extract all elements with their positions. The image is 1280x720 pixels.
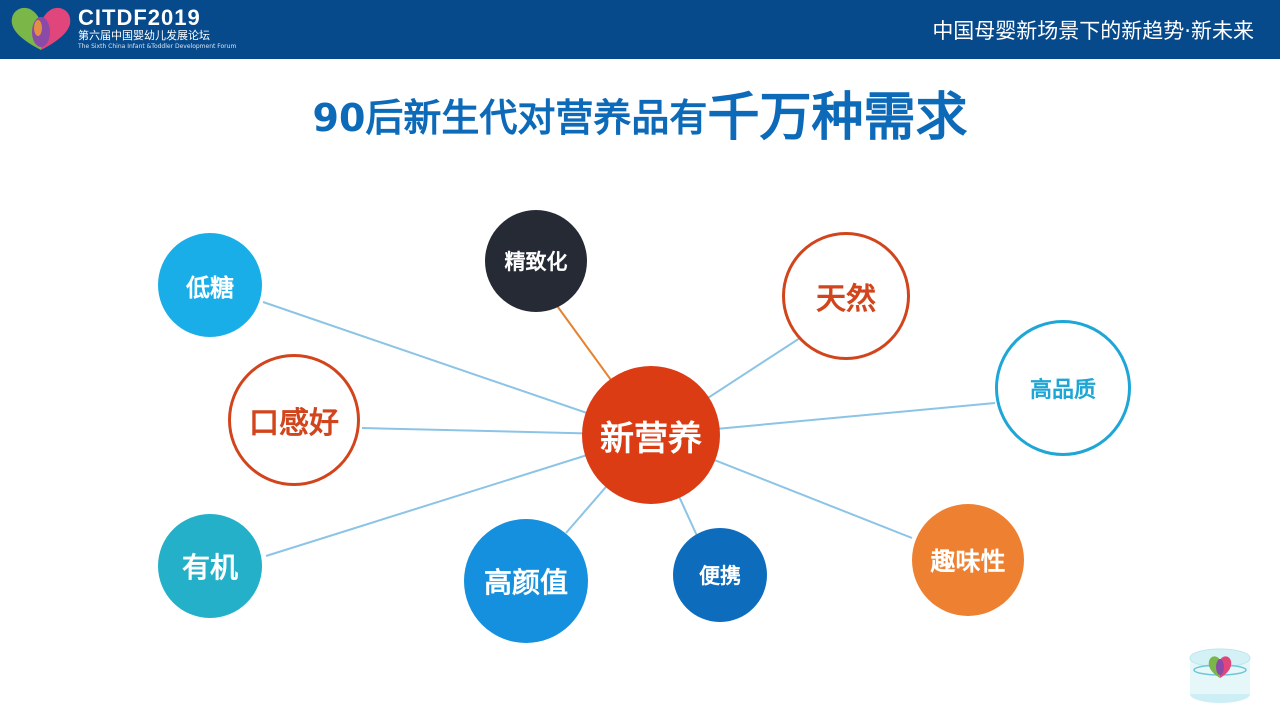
- title-part-emphasis: 千万种需求: [707, 88, 968, 148]
- mindmap-node: 口感好: [228, 354, 360, 486]
- mindmap-node-label: 有机: [181, 551, 238, 584]
- mindmap-node: 有机: [158, 514, 262, 618]
- slide-title: 90后新生代对营养品有千万种需求: [0, 78, 1280, 158]
- mindmap-node: 高颜值: [464, 519, 588, 643]
- logo-name: CITDF2019: [78, 5, 201, 30]
- logo-subtitle-cn: 第六届中国婴幼儿发展论坛: [78, 29, 210, 42]
- mindmap-node: 天然: [782, 232, 910, 360]
- mindmap-node-label: 趣味性: [930, 547, 1006, 576]
- mindmap-node: 精致化: [485, 210, 587, 312]
- header-slogan: 中国母婴新场景下的新趋势·新未来: [932, 19, 1254, 43]
- center-node: 新营养: [582, 366, 720, 504]
- mindmap-node-label: 低糖: [186, 273, 234, 302]
- mindmap-node: 便携: [673, 528, 767, 622]
- logo-subtitle-en: The Sixth China Infant &Toddler Developm…: [78, 43, 237, 50]
- mindmap-node: 高品质: [995, 320, 1131, 456]
- mindmap-node: 趣味性: [912, 504, 1024, 616]
- center-node-label: 新营养: [600, 418, 702, 459]
- mindmap-node: 低糖: [158, 233, 262, 337]
- mindmap-node-label: 口感好: [249, 406, 339, 441]
- mindmap-node-label: 高颜值: [483, 566, 568, 599]
- corner-logo-deco-icon: [1189, 648, 1251, 703]
- mindmap-node-label: 天然: [816, 282, 876, 317]
- mindmap-node-label: 精致化: [504, 250, 568, 274]
- header-bar: CITDF2019 第六届中国婴幼儿发展论坛 The Sixth China I…: [0, 0, 1280, 59]
- mindmap-node-label: 便携: [699, 564, 741, 588]
- citdf-heart-logo-icon: [11, 7, 71, 50]
- mindmap-node-label: 高品质: [1029, 378, 1096, 403]
- title-part-normal: 90后新生代对营养品有: [312, 96, 708, 140]
